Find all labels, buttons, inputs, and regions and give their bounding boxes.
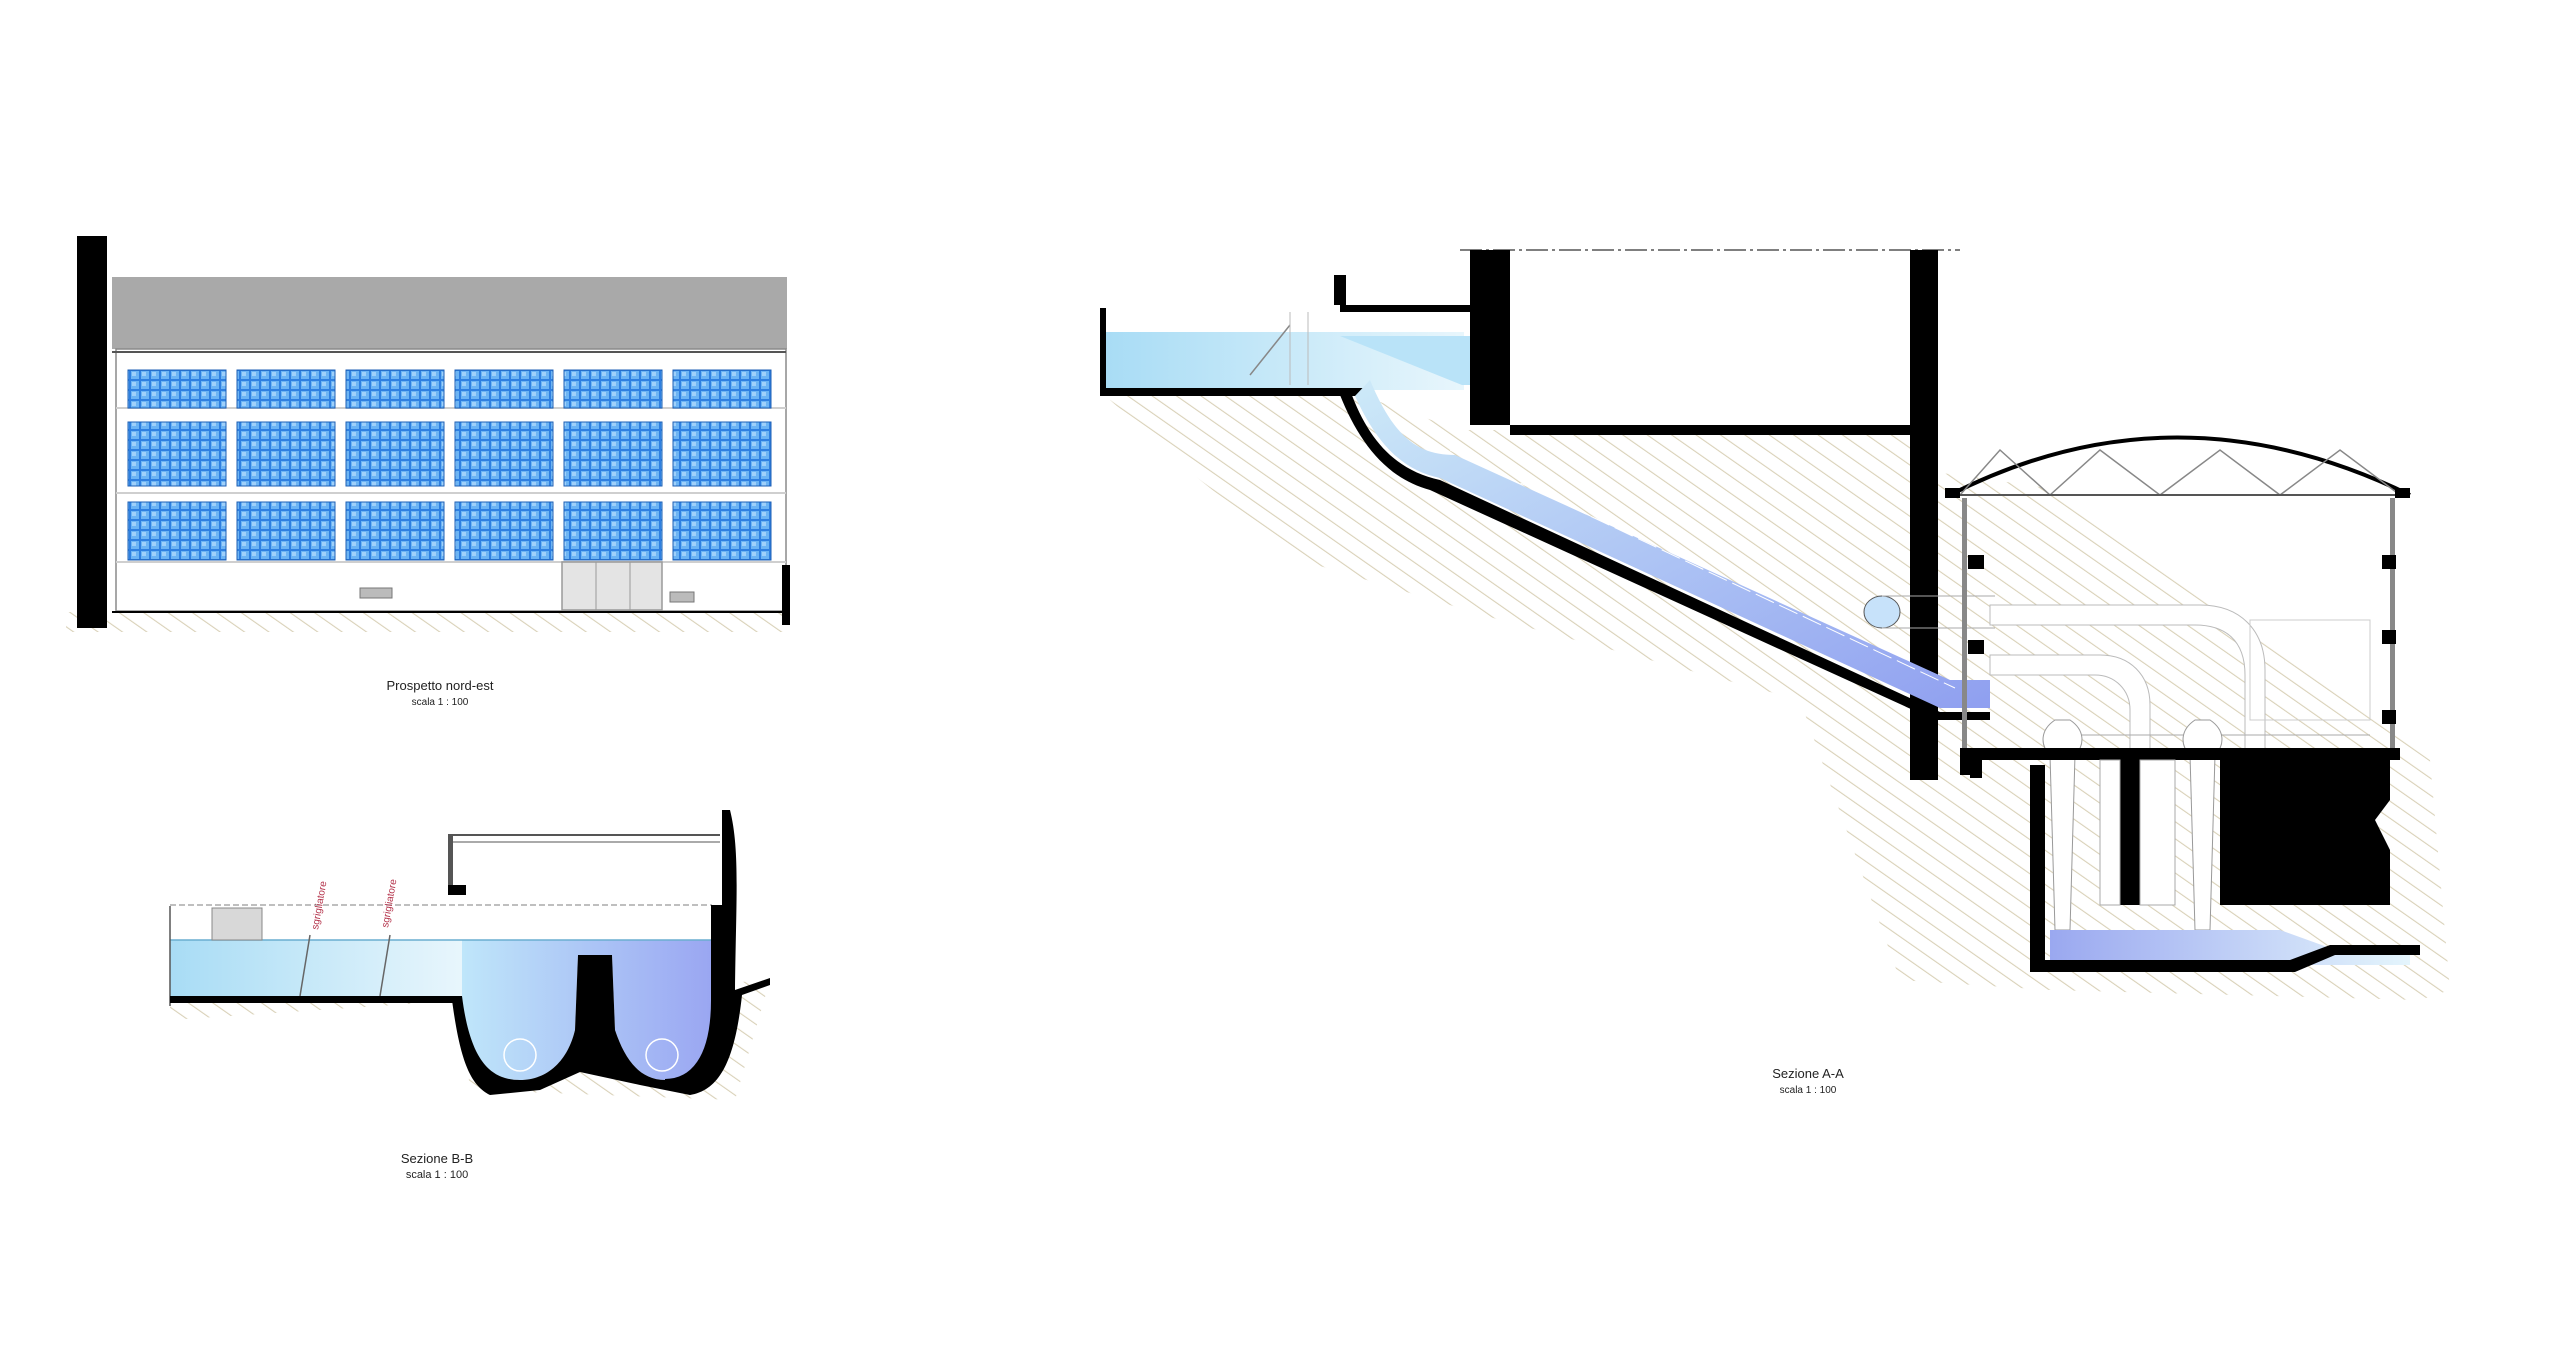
channel-floor — [170, 996, 455, 1003]
screen-label-right: sgrigliatore — [380, 878, 399, 929]
facade-window — [127, 369, 227, 409]
facade-window — [563, 501, 663, 561]
facade-window — [454, 369, 554, 409]
facade-window — [345, 501, 445, 561]
pipe-end — [1863, 595, 1901, 629]
facade-window — [127, 421, 227, 487]
facade-window — [672, 369, 772, 409]
facade-window — [236, 369, 336, 409]
forebay-water — [1340, 336, 1470, 385]
machine-box — [211, 907, 263, 941]
facade-window — [672, 421, 772, 487]
section-aa-caption: Sezione A-A scala 1 : 100 — [1772, 1066, 1844, 1096]
facade-window — [236, 421, 336, 487]
section-a-a — [1100, 249, 2450, 1000]
gate-post — [448, 885, 466, 895]
upper-platform — [1340, 305, 1470, 312]
powerhouse — [1945, 435, 2411, 931]
vent-grille-right — [669, 591, 695, 603]
facade-windows — [127, 369, 772, 561]
channel-water — [170, 940, 462, 996]
roof — [112, 277, 787, 349]
tailrace-channel — [2030, 765, 2420, 972]
section-aa-title: Sezione A-A — [1772, 1066, 1844, 1081]
facade-window — [672, 501, 772, 561]
outlet-pipe-left — [503, 1038, 537, 1072]
facade-window — [127, 501, 227, 561]
facade-window — [236, 501, 336, 561]
penstock — [1355, 380, 1990, 708]
outer-powerhouse-wall — [1970, 748, 1982, 778]
section-bb-title: Sezione B-B — [401, 1151, 473, 1166]
facade-window — [345, 369, 445, 409]
basin-wall-gap — [664, 905, 713, 1081]
basin-structure — [452, 810, 770, 1095]
section-aa-scale: scala 1 : 100 — [1780, 1085, 1837, 1096]
right-wall-stub — [782, 565, 790, 625]
facade-window — [454, 421, 554, 487]
section-bb-scale: scala 1 : 100 — [406, 1169, 468, 1181]
facade-window — [563, 369, 663, 409]
elevation-scale: scala 1 : 100 — [412, 697, 469, 708]
vent-grille-left — [359, 587, 393, 599]
left-wall — [77, 236, 107, 628]
section-b-b: sgrigliatore sgrigliatore — [169, 810, 770, 1100]
facade-window — [563, 421, 663, 487]
facade-window — [454, 501, 554, 561]
dam-wall — [1470, 250, 1510, 425]
powerhouse-floor — [1960, 748, 2400, 905]
elevation-title: Prospetto nord-est — [387, 678, 494, 693]
section-bb-caption: Sezione B-B scala 1 : 100 — [401, 1151, 473, 1181]
outlet-pipe-right — [645, 1038, 679, 1072]
facade-window — [345, 421, 445, 487]
elevation-caption: Prospetto nord-est scala 1 : 100 — [387, 678, 494, 708]
elevation-north-east — [66, 236, 790, 632]
intake-floor — [1104, 388, 1364, 396]
entrance-door — [561, 561, 663, 611]
ground-hatch — [66, 612, 786, 632]
